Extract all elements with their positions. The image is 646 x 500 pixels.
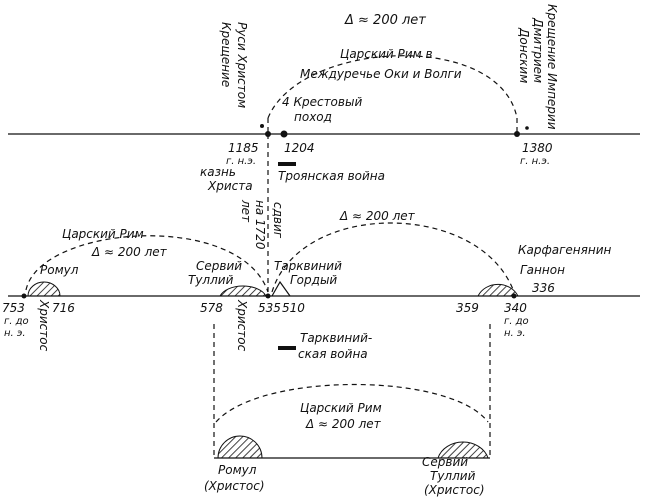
baptism-russia-1: Крещение [219, 22, 233, 87]
tarquin-2: Гордый [290, 273, 337, 287]
year-578: 578 [200, 301, 223, 315]
romul-dome [27, 281, 61, 297]
execution-1: казнь [200, 165, 236, 179]
top-delta-label: Δ ≈ 200 лет [344, 13, 426, 28]
bottom-arc [215, 383, 489, 423]
servius-2: Туллий [188, 273, 234, 287]
year-1380-era: г. н.э. [520, 156, 550, 167]
servius-1: Сервий [196, 259, 242, 273]
execution-2: Христа [207, 179, 253, 193]
year-340-era2: н. э. [504, 328, 526, 339]
bottom-romul-dome [217, 435, 263, 459]
tarquin-war-1: Тарквиний- [300, 331, 372, 345]
christ-left: Христос [37, 299, 51, 352]
bottom-romul-christ: (Христос) [204, 479, 265, 493]
year-753: 753 [2, 301, 25, 315]
shift-3: лет [239, 199, 253, 223]
point-1204 [280, 130, 288, 138]
carthaginian-1: Карфагенянин [518, 243, 612, 257]
baptism-russia-2: Руси Христом [235, 22, 249, 108]
shift-2: на 1720 [253, 200, 267, 250]
tarquin-triangle [271, 280, 291, 297]
top-arc-label-2: Междуречье Оки и Волги [300, 67, 462, 81]
year-340: 340 [504, 301, 527, 315]
bottom-servius-1: Сервий [422, 455, 468, 469]
bottom-servius-dome [437, 441, 489, 459]
middle-left-arc-label: Царский Рим [62, 227, 144, 241]
middle-right-delta: Δ ≈ 200 лет [339, 209, 416, 223]
point-1380-above [525, 126, 529, 130]
baptism-empire-1: Крещение Империи [545, 4, 559, 130]
year-1380: 1380 [522, 141, 553, 155]
year-716: 716 [52, 301, 75, 315]
year-359: 359 [456, 301, 479, 315]
tarquin-war-2: ская война [298, 347, 368, 361]
carthaginian-2: Ганнон [520, 263, 565, 277]
bottom-delta: Δ ≈ 200 лет [305, 417, 382, 431]
year-510: 510 [282, 301, 305, 315]
bottom-label: Царский Рим [300, 401, 382, 415]
servius-dome [219, 285, 267, 297]
middle-left-arc [25, 235, 269, 293]
point-340 [511, 293, 517, 299]
baptism-empire-3: Донским [517, 27, 531, 83]
troy-war-label: Троянская война [278, 169, 385, 183]
year-1185: 1185 [228, 141, 259, 155]
christ-mid: Христос [235, 299, 249, 352]
year-336: 336 [532, 281, 555, 295]
troy-war-bar [278, 162, 296, 166]
crusade-1: 4 Крестовый [282, 95, 362, 109]
point-535 [265, 293, 271, 299]
year-753-era1: г. до [4, 316, 29, 327]
romul-label: Ромул [40, 263, 79, 277]
shift-1: сдвиг [271, 202, 285, 239]
point-1380 [514, 131, 520, 137]
tarquin-1: Тарквиний [274, 259, 342, 273]
crusade-2: поход [294, 110, 332, 124]
baptism-empire-2: Дмитрием [531, 17, 545, 83]
middle-right-arc [271, 222, 515, 293]
tarquin-war-bar [278, 346, 296, 350]
year-1185-era: г. н.э. [226, 156, 256, 167]
bottom-servius-christ: (Христос) [424, 483, 485, 497]
carthage-dome [477, 283, 519, 297]
year-340-era1: г. до [504, 316, 529, 327]
middle-left-delta: Δ ≈ 200 лет [91, 245, 168, 259]
point-1185-above [260, 124, 264, 128]
year-753-era2: н. э. [4, 328, 26, 339]
top-arc [267, 55, 518, 119]
bottom-servius-2: Туллий [430, 469, 476, 483]
top-arc-label-1: Царский Рим в [340, 47, 433, 61]
bottom-romul: Ромул [218, 463, 257, 477]
point-753 [21, 293, 27, 299]
year-535: 535 [258, 301, 281, 315]
year-1204: 1204 [284, 141, 315, 155]
